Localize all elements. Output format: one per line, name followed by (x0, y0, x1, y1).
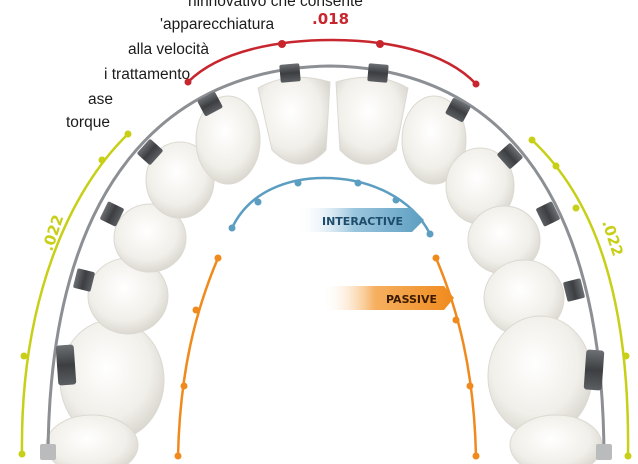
bracket (279, 63, 300, 83)
interactive-arc: INTERACTIVE (229, 178, 434, 238)
wire-018-arc: .018 (185, 10, 480, 88)
label-interactive: INTERACTIVE (322, 215, 403, 228)
bracket (596, 444, 612, 460)
bracket (584, 349, 605, 390)
bracket (56, 344, 77, 385)
bracket (40, 444, 56, 460)
passive-arcs: PASSIVE (175, 255, 480, 460)
label-018: .018 (312, 10, 349, 28)
tooth-central-right (336, 77, 408, 164)
label-passive: PASSIVE (386, 293, 437, 306)
tooth-central-left (258, 77, 330, 164)
bracket (367, 63, 388, 83)
bracket (563, 278, 585, 302)
